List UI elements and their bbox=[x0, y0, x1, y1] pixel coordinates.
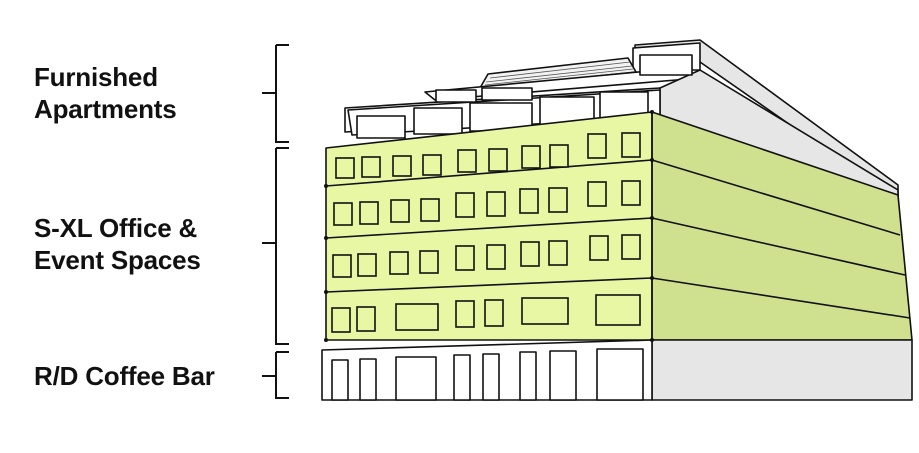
bracket-office bbox=[262, 147, 289, 345]
label-office-line1: S-XL Office & bbox=[34, 213, 198, 243]
bracket-coffee bbox=[262, 351, 289, 399]
label-apartments-line1: Furnished bbox=[34, 62, 158, 92]
label-apartments-line2: Apartments bbox=[34, 94, 177, 124]
label-office-event-spaces: S-XL Office & Event Spaces bbox=[34, 212, 201, 276]
label-furnished-apartments: Furnished Apartments bbox=[34, 61, 177, 125]
office-windows bbox=[331, 132, 641, 333]
label-office-line2: Event Spaces bbox=[34, 245, 201, 275]
bracket-apartments bbox=[262, 44, 289, 143]
label-coffee-bar: R/D Coffee Bar bbox=[34, 360, 215, 392]
label-coffee-line1: R/D Coffee Bar bbox=[34, 361, 215, 391]
ground-floor bbox=[321, 339, 913, 401]
structural-dots bbox=[324, 110, 654, 342]
